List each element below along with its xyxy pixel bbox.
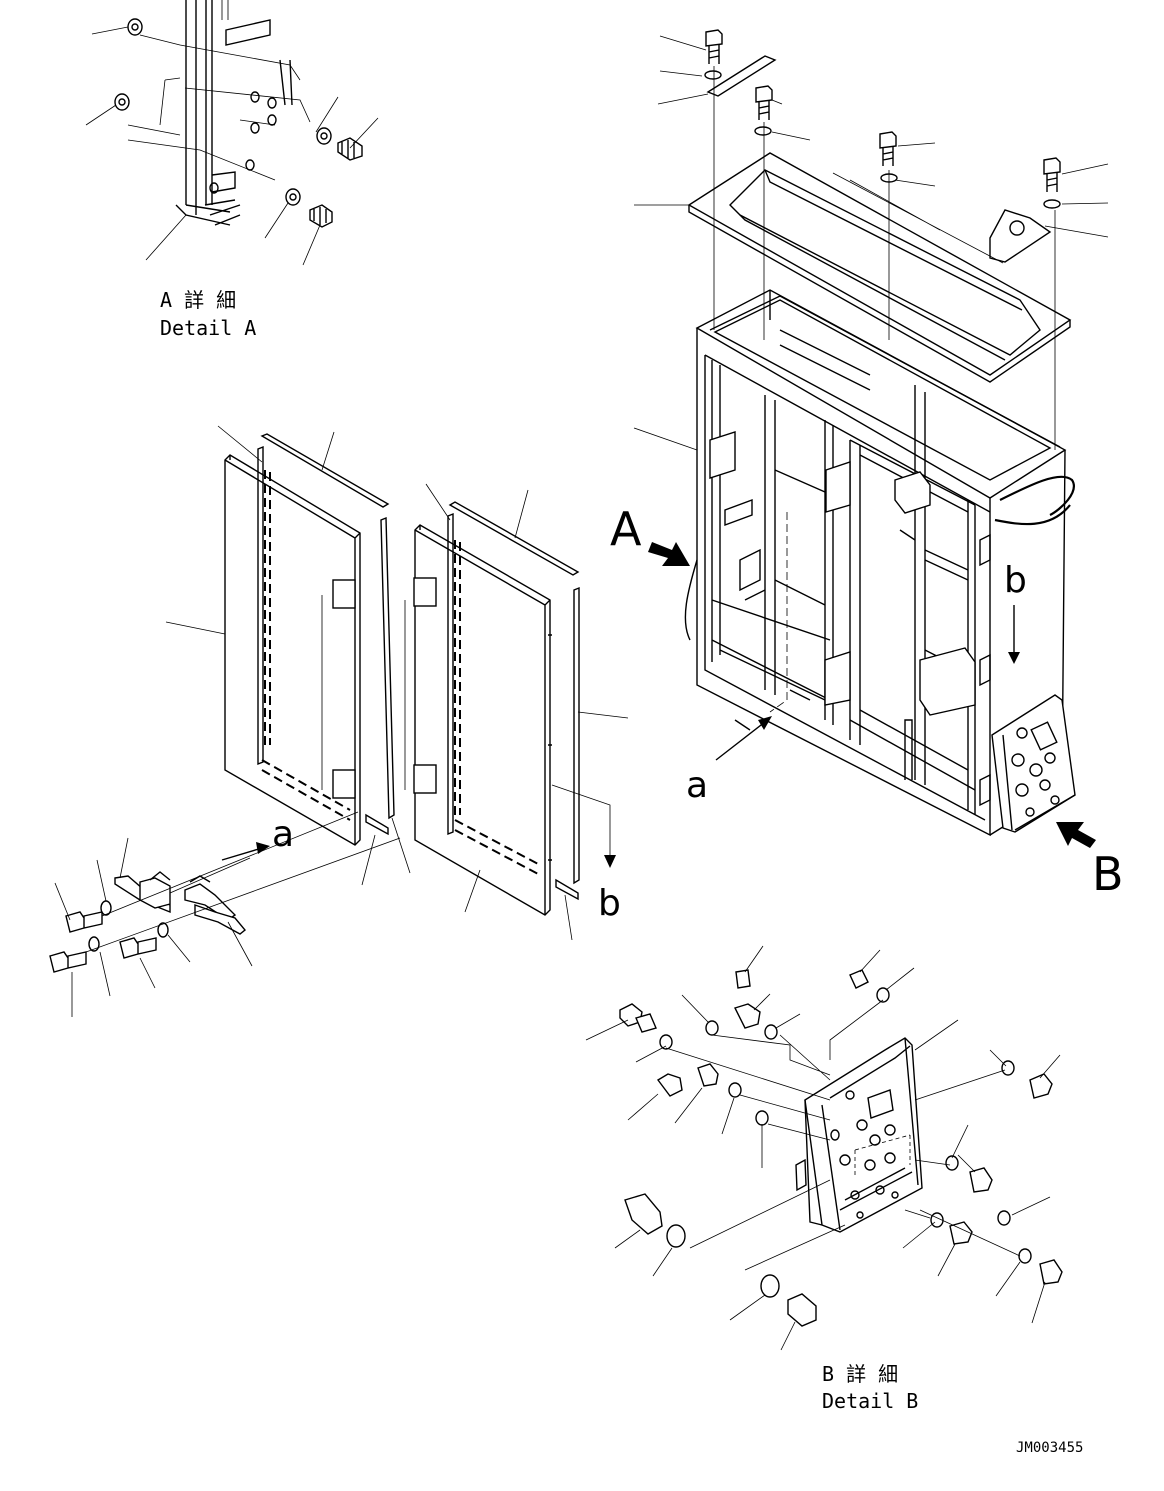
cabinet-side-panel bbox=[991, 694, 1076, 833]
detail-a-caption-line2: Detail A bbox=[160, 316, 256, 340]
view-indicators: A B a b bbox=[610, 502, 1124, 901]
detail-b-caption-line2: Detail B bbox=[822, 1389, 918, 1413]
panel-port-icons bbox=[1011, 727, 1060, 817]
left-door-assembly bbox=[165, 425, 411, 886]
panel-port-icons bbox=[830, 1090, 899, 1219]
detail-b-drawing: B 詳 細 Detail B bbox=[585, 945, 1063, 1413]
view-label-b-cabinet: b bbox=[1004, 560, 1027, 601]
bolt-icon bbox=[705, 29, 1061, 192]
fitting-icon bbox=[619, 969, 1063, 1327]
latch-assembly: a bbox=[49, 811, 401, 1017]
hinge-icon bbox=[413, 764, 437, 794]
hinge-icon bbox=[332, 769, 356, 799]
top-cover-assembly bbox=[634, 29, 1109, 450]
view-label-a-door: a bbox=[272, 814, 294, 855]
hinge-icon bbox=[413, 577, 437, 607]
washer-icon bbox=[114, 18, 332, 206]
cabinet-frame bbox=[633, 289, 1075, 837]
detail-b-caption-line1: B 詳 細 bbox=[822, 1362, 898, 1386]
right-door-assembly: b bbox=[404, 483, 629, 941]
bolt-icon bbox=[49, 911, 157, 973]
view-label-B: B bbox=[1092, 847, 1124, 901]
drawing-number: JM003455 bbox=[1016, 1440, 1083, 1456]
detail-a-drawing: A 詳 細 Detail A bbox=[85, 0, 379, 340]
fitting-icon bbox=[309, 137, 363, 228]
view-label-a-cabinet: a bbox=[686, 765, 708, 806]
view-label-b-door: b bbox=[598, 883, 621, 924]
view-label-A: A bbox=[610, 502, 642, 556]
hole-markers bbox=[209, 91, 277, 194]
detail-a-caption-line1: A 詳 細 bbox=[160, 288, 236, 312]
hinge-icon bbox=[332, 579, 356, 609]
